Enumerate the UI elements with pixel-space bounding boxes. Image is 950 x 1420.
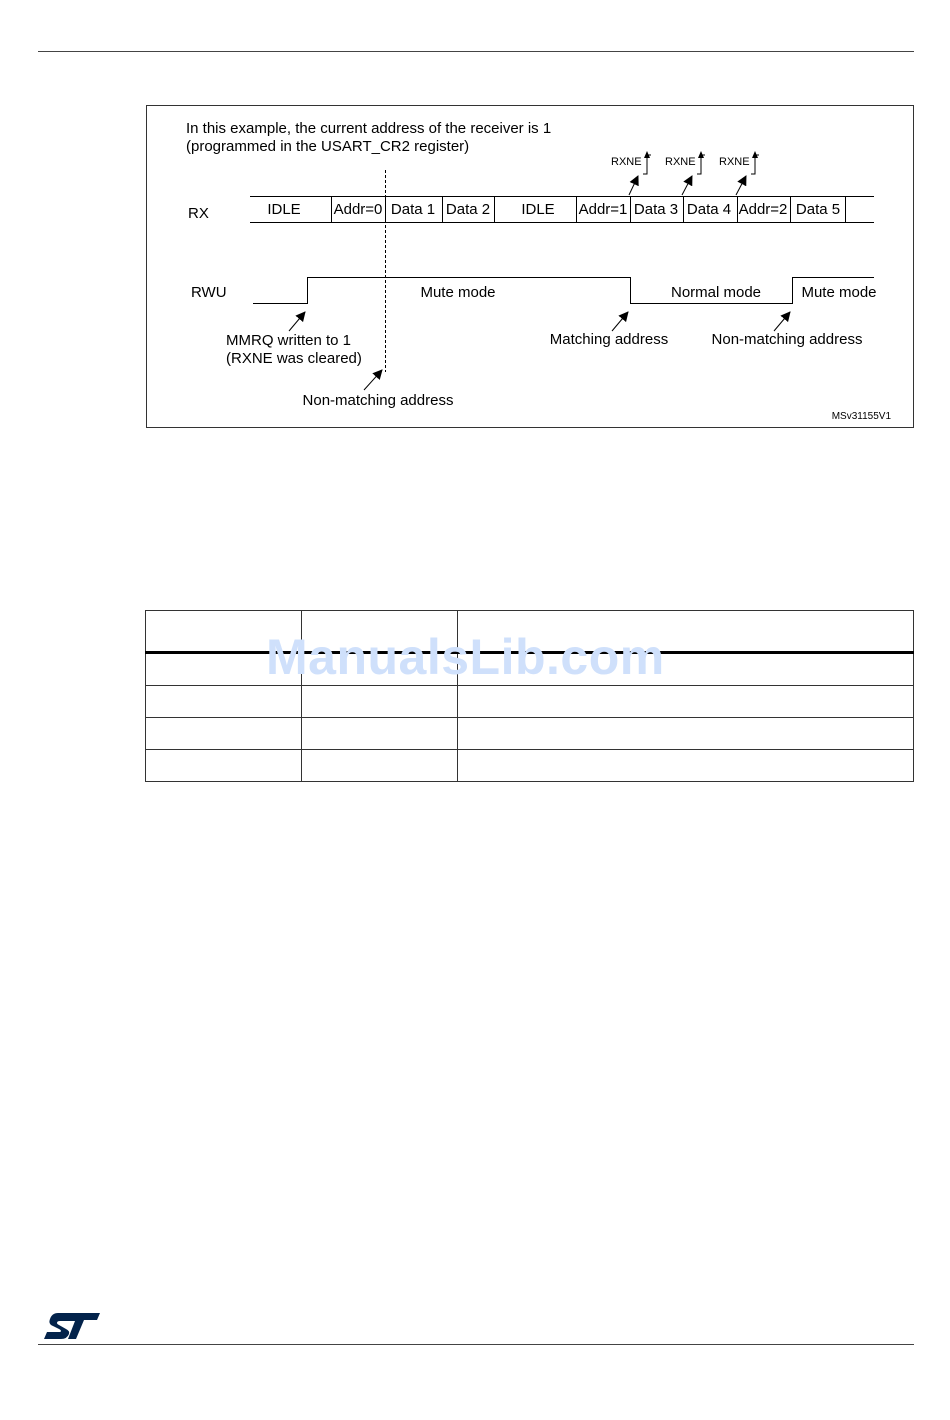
rx-frame: IDLE <box>521 201 554 218</box>
rx-frame: Addr=1 <box>579 201 628 218</box>
non-matching-annotation-1: Non-matching address <box>303 392 454 409</box>
rx-frame: Data 1 <box>391 201 435 218</box>
table-row <box>145 717 914 750</box>
table-cell <box>145 610 302 654</box>
header-rule <box>38 51 914 52</box>
diagram-caption-line2: (programmed in the USART_CR2 register) <box>186 138 469 155</box>
table-header-row <box>145 610 914 654</box>
rx-label: RX <box>188 205 209 222</box>
rx-frame: Data 5 <box>796 201 840 218</box>
rxne-pulse: RXNE <box>611 151 651 196</box>
mmrq-annotation-line2: (RXNE was cleared) <box>226 350 362 367</box>
mmrq-annotation-line1: MMRQ written to 1 <box>226 332 351 349</box>
non-matching-arrow-1 <box>363 369 383 391</box>
table-row <box>145 652 914 686</box>
rwu-waveform <box>253 277 874 304</box>
table-row <box>145 685 914 718</box>
timing-diagram: In this example, the current address of … <box>146 105 914 428</box>
table-cell <box>145 652 302 686</box>
register-table <box>145 610 914 782</box>
svg-text:RXNE: RXNE <box>719 156 750 168</box>
mode-label: Normal mode <box>671 284 761 301</box>
matching-annotation: Matching address <box>550 331 668 348</box>
rxne-pulse: RXNE <box>665 151 705 196</box>
table-cell <box>145 749 302 782</box>
table-cell <box>145 717 302 750</box>
table-cell <box>145 685 302 718</box>
table-cell <box>301 717 458 750</box>
non-matching-annotation-2: Non-matching address <box>712 331 863 348</box>
st-logo-shape <box>44 1313 100 1339</box>
rx-frame-dividers <box>331 196 846 223</box>
diagram-caption-line1: In this example, the current address of … <box>186 120 551 137</box>
watermark-text: ManualsLib.com <box>266 629 665 685</box>
table-row <box>145 749 914 782</box>
mmrq-arrow <box>288 311 306 332</box>
svg-text:RXNE: RXNE <box>665 156 696 168</box>
footer-rule <box>38 1344 914 1345</box>
table-cell <box>457 610 914 654</box>
rwu-label: RWU <box>191 284 227 301</box>
mode-label: Mute mode <box>801 284 876 301</box>
table-cell <box>301 610 458 654</box>
rx-frame: Data 3 <box>634 201 678 218</box>
diagram-frame <box>146 105 914 428</box>
matching-arrow <box>611 311 629 332</box>
figure-id: MSv31155V1 <box>832 411 892 422</box>
rx-frame: IDLE <box>267 201 300 218</box>
table-cell <box>301 685 458 718</box>
mode-label: Mute mode <box>420 284 495 301</box>
table-cell <box>457 685 914 718</box>
rx-frame: Data 4 <box>687 201 731 218</box>
rx-frame: Addr=0 <box>334 201 383 218</box>
table-cell <box>301 749 458 782</box>
table-cell <box>457 717 914 750</box>
rx-frame: Data 2 <box>446 201 490 218</box>
table-cell <box>457 749 914 782</box>
svg-text:RXNE: RXNE <box>611 156 642 168</box>
st-logo-icon <box>44 1313 100 1339</box>
non-matching-arrow-2 <box>773 311 791 332</box>
rxne-pulse: RXNE <box>719 151 759 196</box>
rx-frame: Addr=2 <box>739 201 788 218</box>
